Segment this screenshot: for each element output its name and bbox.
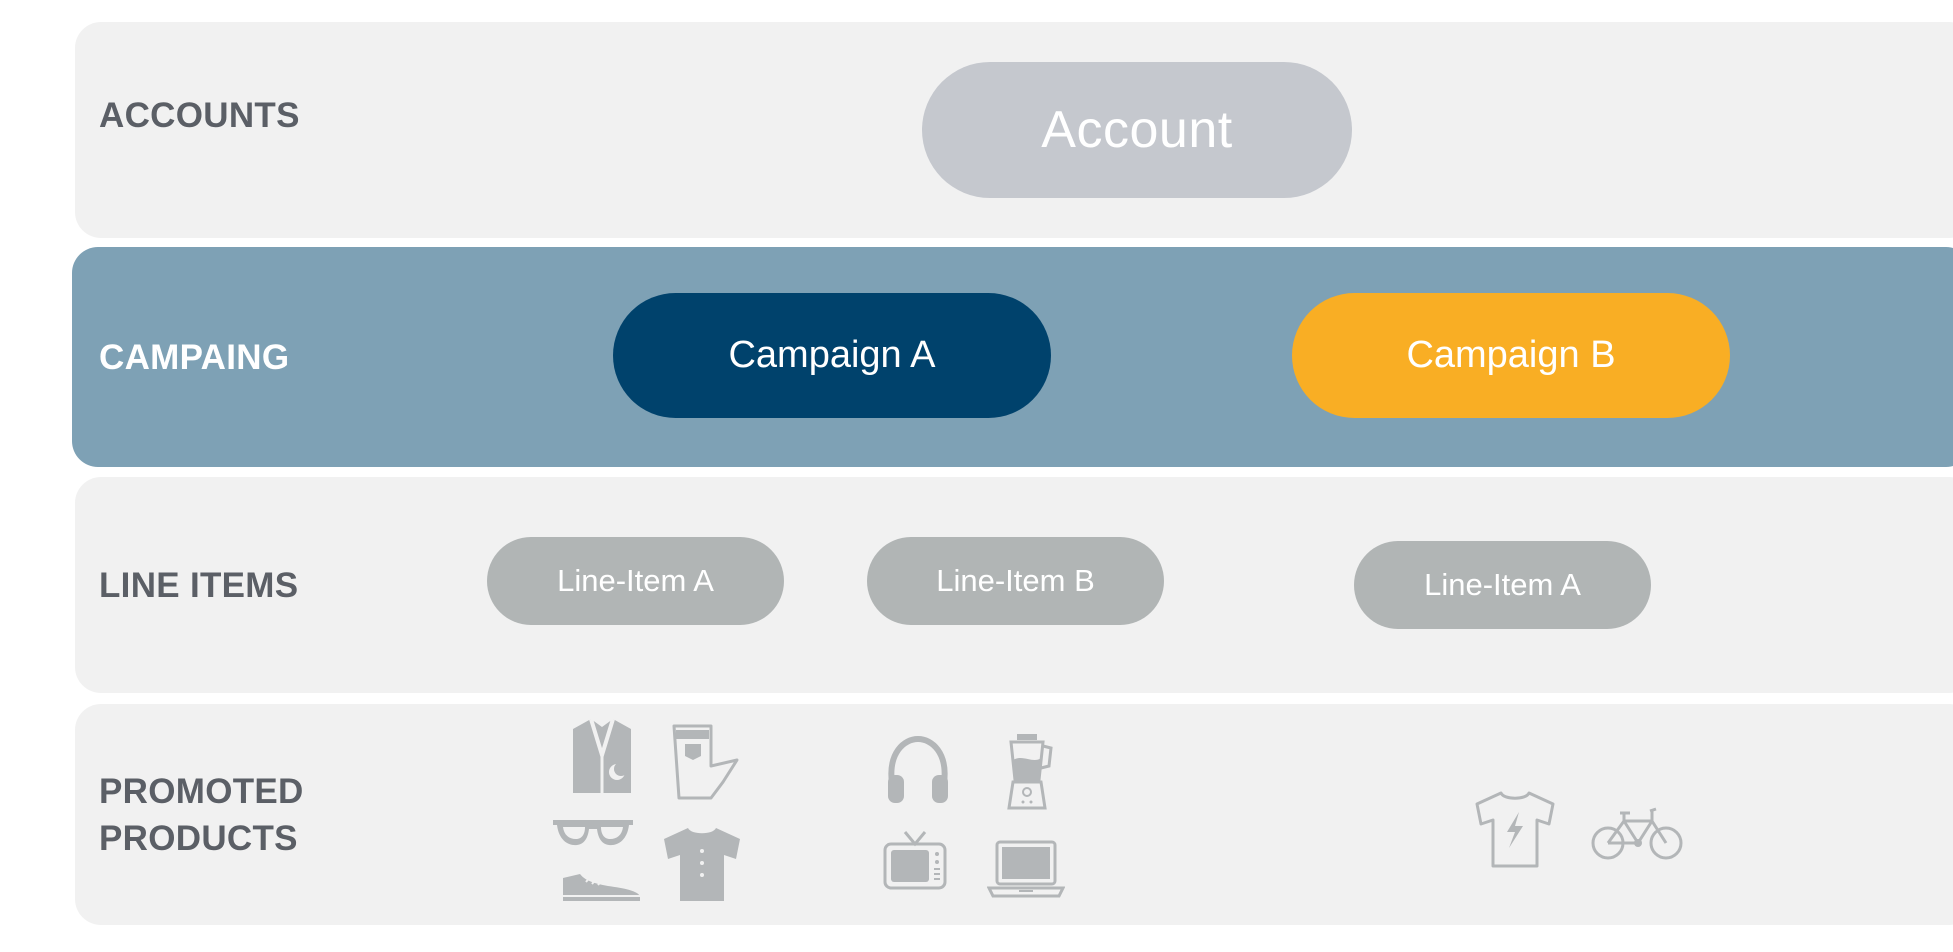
campaign-row-label: CAMPAING — [99, 338, 290, 377]
bicycle-icon — [1590, 805, 1684, 861]
accounts-row-label: ACCOUNTS — [99, 96, 300, 135]
robe-icon — [569, 717, 635, 795]
campaign-b-node: Campaign B — [1292, 293, 1730, 418]
sunglasses-icon — [551, 815, 635, 849]
headphones-icon — [884, 735, 952, 805]
line-item-b-node: Line-Item B — [867, 537, 1164, 625]
jeans-icon — [671, 720, 741, 800]
laptop-icon — [987, 840, 1065, 898]
campaign-a-node: Campaign A — [613, 293, 1051, 418]
promoted-products-row-label: PROMOTED PRODUCTS — [99, 768, 304, 862]
tshirt-icon — [660, 825, 744, 903]
line-item-a-campaign-b-node: Line-Item A — [1354, 541, 1651, 629]
line-item-a-node: Line-Item A — [487, 537, 784, 625]
line-items-row-label: LINE ITEMS — [99, 566, 299, 605]
sneaker-icon — [560, 870, 642, 904]
promoted-products-label-line2: PRODUCTS — [99, 819, 298, 858]
tv-icon — [883, 830, 947, 892]
account-node: Account — [922, 62, 1352, 198]
lightning-tshirt-icon — [1473, 790, 1557, 868]
blender-icon — [1003, 732, 1053, 810]
promoted-products-label-line1: PROMOTED — [99, 772, 304, 811]
